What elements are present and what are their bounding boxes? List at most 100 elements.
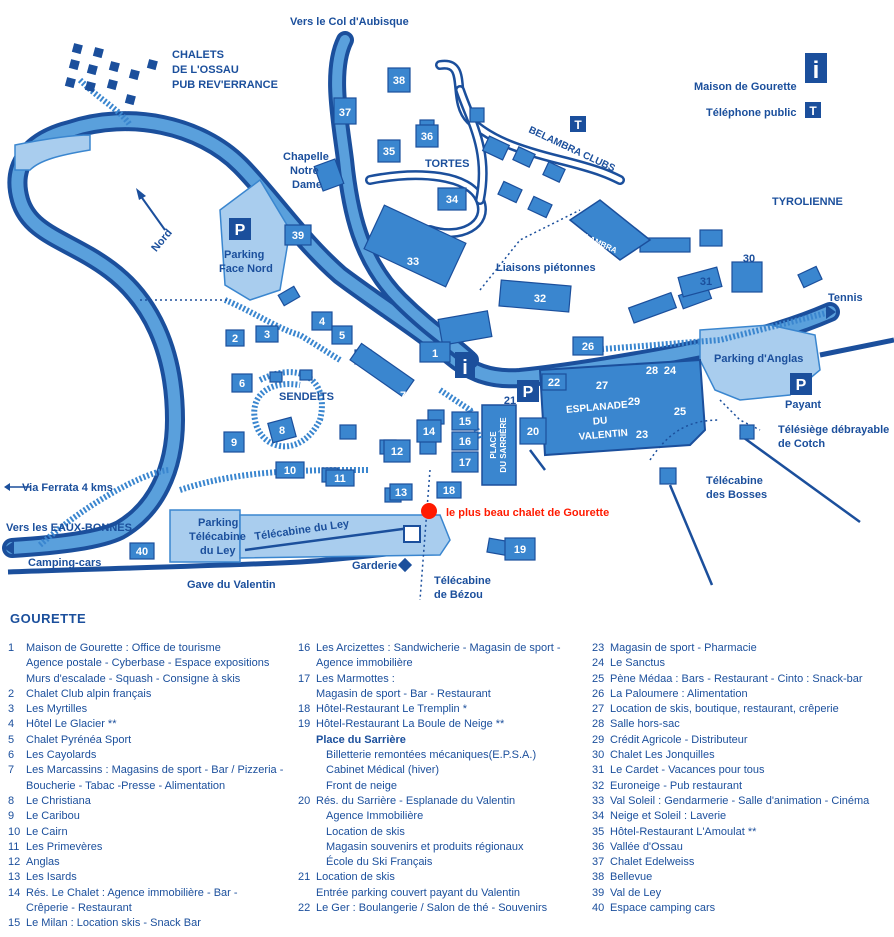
legend-item-number: 30 — [592, 749, 605, 762]
building-1 — [419, 341, 451, 363]
legend-item-number: 3 — [8, 703, 15, 716]
place-sarriere-label: PLACE DU SARRIÈRE — [489, 417, 508, 473]
legend-item-text: Pène Médaa : Bars - Restaurant - Cinto :… — [610, 672, 863, 685]
label-telecabine-bezou: Télécabine — [434, 575, 491, 587]
label-payant: Payant — [785, 399, 821, 411]
num-5: 5 — [339, 330, 345, 342]
legend-item-number: 21 — [298, 871, 311, 884]
num-33: 33 — [407, 256, 419, 268]
legend-item: 10 Le Cairn — [8, 825, 294, 840]
garderie-building — [397, 557, 413, 573]
legend-item-text: Hôtel-Restaurant L'Amoulat ** — [610, 825, 757, 838]
building-35 — [377, 139, 401, 163]
svg-text:Télécabine: Télécabine — [189, 531, 246, 543]
legend-item-number — [298, 656, 316, 671]
legend-item-text: Le Cairn — [26, 825, 68, 838]
legend-item-text: Front de neige — [326, 779, 397, 792]
legend-item-text: Salle hors-sac — [610, 718, 680, 731]
svg-text:DE L'OSSAU: DE L'OSSAU — [172, 64, 239, 76]
label-sendeits: SENDEITS — [279, 391, 334, 403]
svg-text:Notre: Notre — [290, 165, 319, 177]
legend-item-number — [298, 809, 316, 824]
building-36 — [415, 124, 439, 148]
legend-item: Magasin de sport - Bar - Restaurant — [298, 687, 588, 702]
building-5 — [331, 325, 353, 345]
legend-item: 30 Chalet Les Jonquilles — [592, 748, 892, 763]
legend-item: Entrée parking couvert payant du Valenti… — [298, 886, 588, 901]
legend-item-text: Le Cardet - Vacances pour tous — [610, 764, 765, 777]
legend-item: Cabinet Médical (hiver) — [298, 763, 588, 778]
building-11 — [325, 469, 355, 487]
legend-item-number: 18 — [298, 703, 311, 716]
legend-item: Magasin souvenirs et produits régionaux — [298, 840, 588, 855]
legend-item: Agence immobilière — [298, 656, 588, 671]
svg-text:P: P — [796, 377, 807, 394]
svg-text:ESPLANADE: ESPLANADE — [566, 400, 629, 416]
legend-item-number: 35 — [592, 825, 605, 838]
legend-item-number: 34 — [592, 810, 605, 823]
num-7: 7 — [400, 390, 406, 402]
legend-item-number — [298, 855, 316, 870]
legend-item-number — [298, 886, 316, 901]
svg-text:i: i — [813, 57, 820, 84]
legend-item-number: 26 — [592, 687, 605, 700]
legend-item-text: Les Cayolards — [26, 749, 97, 762]
building-18 — [436, 481, 462, 499]
legend-item-text: Le Caribou — [26, 810, 80, 823]
legend-item-text: Chalet Club alpin français — [26, 687, 152, 700]
legend-item-text: Crêperie - Restaurant — [26, 902, 132, 915]
building-32 — [498, 279, 572, 313]
dotted-trails — [140, 209, 761, 600]
num-36: 36 — [421, 131, 433, 143]
legend-item: Boucherie - Tabac -Presse - Alimentation — [8, 779, 294, 794]
building-3 — [255, 325, 279, 343]
num-3: 3 — [264, 329, 270, 341]
legend-item-text: Agence immobilière — [316, 657, 413, 670]
chalets-ossau-buildings — [64, 43, 158, 106]
legend-item-number: 7 — [8, 764, 15, 777]
num-24: 24 — [664, 365, 677, 377]
legend-item-text: Chalet Les Jonquilles — [610, 749, 715, 762]
river-east — [819, 337, 894, 358]
legend-item-number: 13 — [8, 871, 21, 884]
num-39: 39 — [292, 230, 304, 242]
legend-item-number: 10 — [8, 825, 21, 838]
red-marker-icon[interactable] — [421, 503, 437, 519]
label-liaisons: Liaisons piétonnes — [496, 262, 596, 274]
legend-item-text: Chalet Pyrénéa Sport — [26, 733, 132, 746]
legend-item: 35 Hôtel-Restaurant L'Amoulat ** — [592, 825, 892, 840]
building-15 — [451, 411, 479, 431]
building-34 — [437, 187, 467, 211]
legend-item-text: Place du Sarrière — [316, 733, 406, 746]
building-number-labels: 1 2 3 4 5 6 7 8 9 10 11 12 13 14 15 16 1… — [136, 75, 755, 558]
svg-text:Dame: Dame — [292, 179, 322, 191]
legend-item-number — [8, 672, 26, 687]
legend-item-number: 5 — [8, 733, 15, 746]
num-14: 14 — [423, 426, 436, 438]
building-9 — [223, 431, 245, 453]
num-13: 13 — [395, 487, 407, 499]
num-35: 35 — [383, 146, 395, 158]
label-tortes: TORTES — [425, 158, 469, 170]
svg-text:DU SARRIÈRE: DU SARRIÈRE — [499, 417, 508, 473]
legend-item-number: 29 — [592, 733, 605, 746]
building-40 — [129, 542, 155, 560]
legend-item-number: 8 — [8, 794, 15, 807]
legend-title: GOURETTE — [10, 611, 87, 626]
legend-item-number — [298, 763, 316, 778]
legend-item-number: 19 — [298, 718, 311, 731]
label-chapelle: Chapelle — [283, 151, 329, 163]
legend-item-number: 12 — [8, 856, 21, 869]
legend-item: Place du Sarrière — [298, 733, 588, 748]
label-maison: Maison de Gourette — [694, 81, 797, 93]
